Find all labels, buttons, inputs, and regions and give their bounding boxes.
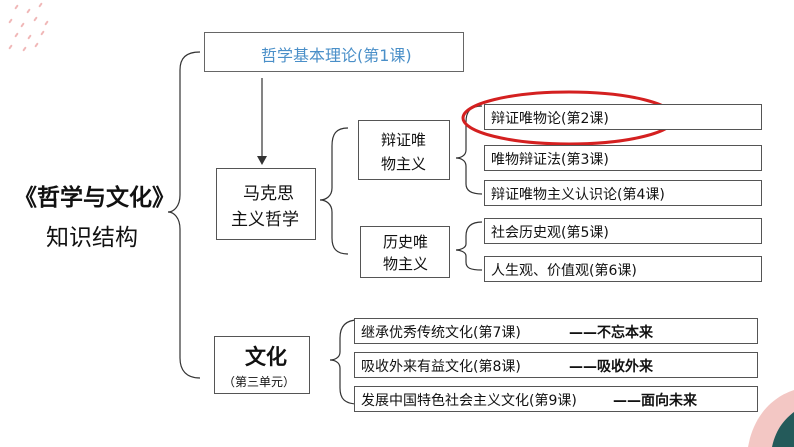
historical-item-1: 社会历史观(第5课) (484, 218, 762, 244)
culture-item-1: 继承优秀传统文化(第7课) ——不忘本来 (354, 318, 758, 344)
culture-box: 文化 （第三单元） (214, 336, 310, 394)
dialectical-item-1: 辩证唯物论(第2课) (484, 104, 762, 130)
culture-item-3: 发展中国特色社会主义文化(第9课) ——面向未来 (354, 386, 758, 412)
culture-item-1-tag: ——不忘本来 (569, 325, 653, 341)
historical-item-2: 人生观、价值观(第6课) (484, 256, 762, 282)
dialectical-box: 辩证唯 物主义 (358, 120, 450, 180)
historical-item-1-label: 社会历史观(第5课) (491, 225, 609, 241)
culture-item-3-label: 发展中国特色社会主义文化(第9课) (361, 393, 577, 409)
dialectical-item-1-label: 辩证唯物论(第2课) (491, 111, 609, 127)
dialectical-label-2: 物主义 (381, 155, 427, 173)
diagram-subtitle: 知识结构 (46, 225, 138, 251)
culture-item-2: 吸收外来有益文化(第8课) ——吸收外来 (354, 352, 758, 378)
culture-item-1-label: 继承优秀传统文化(第7课) (361, 325, 521, 341)
dialectical-item-3: 辩证唯物主义认识论(第4课) (484, 180, 762, 206)
culture-item-3-tag: ——面向未来 (613, 393, 697, 409)
dialectical-label-1: 辩证唯 (381, 131, 427, 149)
dialectical-item-2: 唯物辩证法(第3课) (484, 145, 762, 171)
culture-subtitle: （第三单元） (223, 375, 296, 389)
marxism-label-2: 主义哲学 (231, 210, 299, 230)
philosophy-basics-label: 哲学基本理论(第1课) (261, 46, 412, 65)
dialectical-item-3-label: 辩证唯物主义认识论(第4课) (491, 187, 665, 203)
marxism-label-1: 马克思 (243, 184, 294, 204)
dialectical-item-2-label: 唯物辩证法(第3课) (491, 152, 609, 168)
historical-label-1: 历史唯 (383, 233, 429, 251)
culture-title: 文化 (245, 345, 287, 369)
historical-item-2-label: 人生观、价值观(第6课) (491, 263, 637, 279)
decor-leaf (748, 390, 794, 447)
historical-box: 历史唯 物主义 (360, 226, 450, 278)
marxism-box: 马克思 主义哲学 (216, 168, 316, 240)
diagram-title: 《哲学与文化》 (14, 185, 175, 211)
philosophy-basics-box: 哲学基本理论(第1课) (204, 32, 464, 72)
culture-item-2-label: 吸收外来有益文化(第8课) (361, 359, 521, 375)
historical-label-2: 物主义 (383, 255, 429, 273)
culture-item-2-tag: ——吸收外来 (569, 359, 653, 375)
